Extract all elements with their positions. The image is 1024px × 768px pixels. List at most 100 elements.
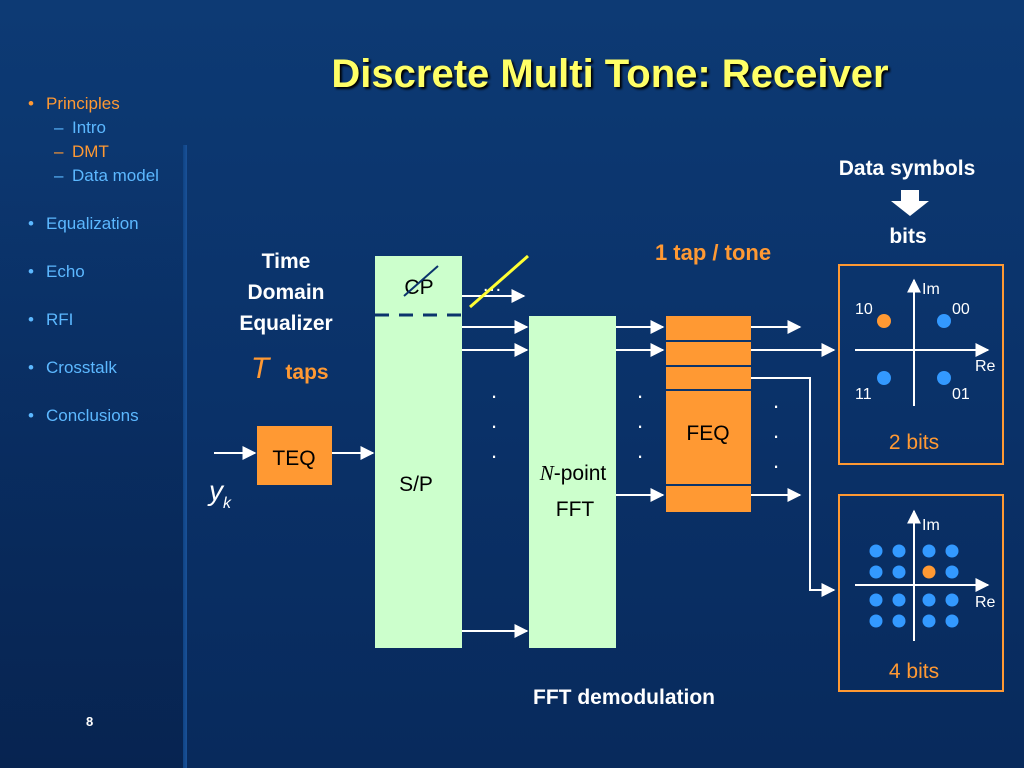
tde-label-line-1: Time (262, 250, 311, 273)
outline-subitem-label: DMT (72, 142, 109, 161)
c4-point (869, 614, 883, 628)
c4-point (869, 593, 883, 607)
tde-label-line-2: Domain (247, 281, 324, 304)
outline-item[interactable]: • RFI (28, 308, 188, 332)
outline-item[interactable]: • Principles (28, 92, 188, 116)
c4-caption: 4 bits (889, 660, 939, 683)
bullet-icon: • (28, 310, 34, 329)
c4-point (922, 544, 936, 558)
c4-point (892, 614, 906, 628)
cp-label: CP (404, 276, 433, 299)
data-symbols-label: Data symbols (839, 157, 976, 180)
dash-icon: – (54, 118, 64, 137)
c4-point-highlight (922, 565, 936, 579)
bullet-icon: • (28, 262, 34, 281)
fft-block (529, 316, 616, 648)
c2-label-11: 11 (855, 386, 872, 403)
sp-fft-dot-2: . (491, 408, 497, 433)
c4-point (892, 593, 906, 607)
one-tap-per-tone-label: 1 tap / tone (655, 240, 771, 265)
feq-out-dot-1: . (773, 388, 779, 413)
feq-output-arrow-3 (751, 377, 836, 597)
outline-item-label: Conclusions (46, 406, 139, 425)
c2-point-00 (937, 314, 951, 328)
outline-subitem-label: Intro (72, 118, 107, 137)
t-symbol: T (251, 352, 272, 385)
fft-feq-dot-2: . (637, 408, 643, 433)
sp-fft-dot-3: . (491, 438, 497, 463)
bullet-icon: • (28, 214, 34, 233)
slide-title: Discrete Multi Tone: Receiver (331, 52, 889, 96)
teq-label: TEQ (272, 447, 315, 470)
bullet-icon: • (28, 358, 34, 377)
fft-npoint-label: N-point (539, 461, 607, 485)
outline-item-label: Echo (46, 262, 85, 281)
feq-out-dot-2: . (773, 418, 779, 443)
fft-label: FFT (556, 498, 595, 521)
dash-icon: – (54, 166, 64, 185)
c2-caption: 2 bits (889, 431, 939, 454)
c4-point (945, 593, 959, 607)
outline-item[interactable]: • Conclusions (28, 404, 188, 428)
sidebar-divider (183, 145, 187, 768)
outline-subitem[interactable]: –DMT (28, 140, 188, 164)
constellation-2bit-box (838, 264, 1004, 465)
outline-subitem-label: Data model (72, 166, 159, 185)
outline-item-label: RFI (46, 310, 74, 329)
c4-point (869, 565, 883, 579)
c2-re-label: Re (975, 358, 996, 375)
c4-point (892, 565, 906, 579)
fft-point-text: -point (554, 462, 607, 485)
c4-point (945, 614, 959, 628)
outline-item[interactable]: • Equalization (28, 212, 188, 236)
c4-point (892, 544, 906, 558)
fft-n-symbol: N (539, 461, 555, 485)
page-number: 8 (86, 714, 94, 729)
sidebar-shade (0, 145, 186, 768)
bullet-icon: • (28, 406, 34, 425)
sp-block (375, 256, 462, 648)
feq-out-dot-3: . (773, 448, 779, 473)
c2-point-01 (937, 371, 951, 385)
c4-points (869, 544, 959, 628)
outline-item-label: Principles (46, 94, 120, 113)
outline-subitem[interactable]: –Data model (28, 164, 188, 188)
yk-base: y (207, 475, 225, 506)
cp-strike (403, 265, 439, 297)
c4-point (945, 544, 959, 558)
c4-point (922, 593, 936, 607)
fft-demodulation-label: FFT demodulation (533, 686, 715, 709)
c2-label-00: 00 (952, 301, 970, 318)
down-arrow-icon (891, 190, 929, 216)
feq-block (666, 316, 751, 512)
c4-im-label: Im (922, 517, 940, 534)
c4-point (945, 565, 959, 579)
bits-label: bits (889, 225, 926, 248)
fft-feq-dot-1: . (637, 378, 643, 403)
c4-point (869, 544, 883, 558)
feq-label: FEQ (686, 422, 729, 445)
cp-discard-cut (469, 254, 529, 309)
c2-label-01: 01 (952, 386, 970, 403)
bullet-icon: • (28, 94, 34, 113)
outline-nav: •Principles–Intro–DMT–Data model•Equaliz… (28, 92, 188, 428)
sp-label: S/P (399, 473, 433, 496)
c4-point (922, 614, 936, 628)
tde-label-line-3: Equalizer (239, 312, 332, 335)
outline-subitem[interactable]: –Intro (28, 116, 188, 140)
outline-item-label: Crosstalk (46, 358, 117, 377)
outline-item[interactable]: • Echo (28, 260, 188, 284)
constellation-4bit-box (838, 494, 1004, 692)
yk-subscript: k (223, 495, 232, 512)
outline-item-label: Equalization (46, 214, 139, 233)
yk-symbol: yk (207, 475, 232, 512)
c2-point-10 (877, 314, 891, 328)
fft-feq-dot-3: . (637, 438, 643, 463)
sp-fft-dot-1: . (491, 378, 497, 403)
taps-label: taps (285, 361, 328, 384)
outline-item[interactable]: • Crosstalk (28, 356, 188, 380)
dash-icon: – (54, 142, 64, 161)
c2-label-10: 10 (855, 301, 873, 318)
